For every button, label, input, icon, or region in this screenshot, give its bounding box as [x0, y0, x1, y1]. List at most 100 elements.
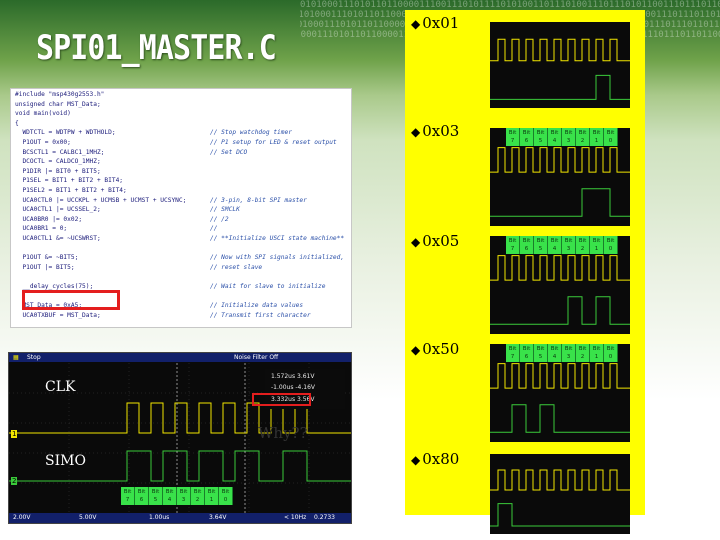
timebase-readout: 0.2733 [314, 514, 335, 521]
clk-label: CLK [45, 379, 76, 395]
time-scale: 1.00us [149, 514, 170, 521]
thumbnail-clock-trace [490, 255, 630, 281]
thumbnail-data-trace [490, 503, 630, 527]
thumbnail-clock-trace [490, 38, 630, 62]
cursor-reading: 1.572us 3.61V [271, 373, 315, 380]
thumbnail-clock-trace [490, 363, 630, 389]
why-label: Why?? [258, 424, 308, 442]
diamond-bullet-icon: ◆ [411, 235, 421, 249]
thumbnail-data-trace [490, 188, 630, 217]
code-line: #include "msp430g2553.h" [15, 91, 105, 98]
ch1-scale: 2.00V [13, 514, 31, 521]
cursor-readout: 1.572us 3.61V -1.00us -4.16V 3.332us 3.5… [252, 369, 345, 409]
value-label-0x50: ◆0x50 [411, 340, 460, 358]
channel-1-tag: 1 [11, 430, 18, 438]
thumbnail-data-trace [490, 74, 630, 100]
code-line: WDTCTL = WDTPW + WDTHOLD; // Stop watchd… [15, 129, 292, 137]
diamond-bullet-icon: ◆ [411, 453, 421, 467]
value-label-0x05: ◆0x05 [411, 232, 460, 250]
code-line: UCA0TXBUF = MST_Data; // Transmit first … [15, 311, 311, 319]
code-line: BCSCTL1 = CALBC1_1MHZ; // Set DCO [15, 148, 248, 156]
code-line: P1OUT |= BIT5; // reset slave [15, 263, 263, 271]
diamond-bullet-icon: ◆ [411, 125, 421, 139]
thumbnail-data-trace [490, 404, 630, 433]
code-line: void main(void) [15, 110, 71, 118]
code-line: P1OUT &= ~BIT5; // Now with SPI signals … [15, 254, 345, 262]
waveform-thumbnail [490, 22, 630, 108]
trigger-level: 3.64V [209, 514, 227, 521]
waveform-thumbnail [490, 454, 630, 534]
code-line: UCA0CTL0 |= UCCKPL + UCMSB + UCMST + UCS… [15, 196, 307, 204]
diamond-bullet-icon: ◆ [411, 17, 421, 31]
oscilloscope-screenshot: ▦ Stop Noise Filter Off CLK SIMO 1 2 3 1… [8, 352, 352, 524]
scope-status: Stop [27, 354, 41, 361]
thumbnail-clock-trace [490, 469, 630, 491]
cursor-highlight-box [252, 393, 311, 406]
code-line: UCA0CTL1 |= UCSSEL_2; // SMCLK [15, 206, 240, 214]
cursor-reading: 3.332us 3.56V [271, 396, 315, 403]
value-label-0x01: ◆0x01 [411, 14, 460, 32]
thumbnail-clock-trace [490, 147, 630, 173]
slide-title: SPI01_MASTER.C [36, 28, 277, 68]
simo-label: SIMO [45, 453, 86, 469]
clk-trace [9, 402, 351, 434]
simo-trace [9, 450, 351, 482]
code-line: DCOCTL = CALDCO_1MHZ; [15, 158, 101, 166]
code-line: UCA0BR0 |= 0x02; // /2 [15, 215, 229, 223]
frequency-readout: < 10Hz [284, 514, 307, 521]
code-line: P1SEL2 = BIT1 + BIT2 + BIT4; [15, 187, 127, 194]
code-line: P1OUT = 0x00; // P1 setup for LED & rese… [15, 139, 337, 146]
scope-noise-filter: Noise Filter Off [234, 354, 279, 361]
scope-status-bar: ▦ Stop Noise Filter Off [9, 353, 351, 362]
scope-scale-bar: 2.00V 5.00V 1.00us 3.64V < 10Hz 0.2733 [9, 513, 351, 523]
code-panel: #include "msp430g2553.h"unsigned char MS… [10, 88, 352, 328]
channel-2-tag: 2 [11, 477, 18, 485]
code-line: MST_Data = 0xA5; // Initialize data valu… [15, 302, 304, 310]
code-highlight-box [22, 290, 120, 310]
scope-brand-icon: ▦ [13, 354, 19, 361]
code-line: { [15, 119, 19, 127]
value-label-0x03: ◆0x03 [411, 122, 460, 140]
code-line: P1DIR |= BIT0 + BIT5; [15, 167, 101, 175]
binary-row: 0101000111010110110000111001110101111010… [300, 0, 720, 10]
diamond-bullet-icon: ◆ [411, 343, 421, 357]
code-line: UCA0CTL1 &= ~UCSWRST; // **Initialize US… [15, 235, 345, 242]
